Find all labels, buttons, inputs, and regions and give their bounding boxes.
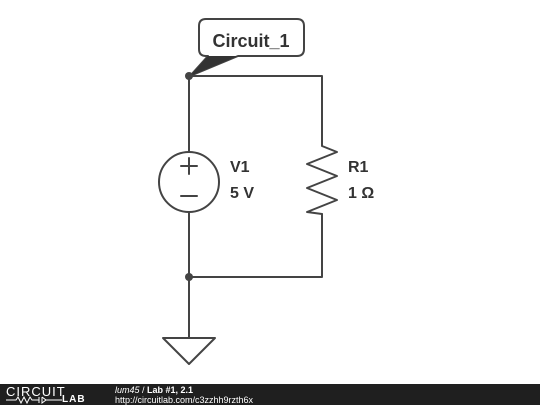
footer-bar: CIRCUIT LAB lum45 / Lab #1, 2.1 http://c… — [0, 384, 540, 405]
voltage-source-v1[interactable]: V1 5 V — [158, 151, 254, 213]
resistor-name: R1 — [348, 159, 369, 176]
source-body — [158, 151, 220, 213]
logo-text-bottom: LAB — [62, 394, 86, 405]
bottom-wire — [188, 213, 323, 278]
source-name: V1 — [230, 159, 250, 176]
circuit-schematic: Circuit_1 V1 5 V R1 1 Ω — [158, 18, 374, 365]
junction-top — [185, 72, 193, 80]
source-value: 5 V — [230, 185, 254, 202]
circuitlab-logo[interactable]: CIRCUIT LAB — [6, 384, 106, 405]
plus-icon — [180, 157, 198, 175]
top-wire — [188, 75, 323, 143]
circuit-title[interactable]: Lab #1, 2.1 — [147, 385, 194, 395]
circuit-url-link[interactable]: http://circuitlab.com/c3zzhh9rzth6x — [115, 395, 254, 405]
resistor-value: 1 Ω — [348, 185, 374, 202]
circuit-meta: lum45 / Lab #1, 2.1 http://circuitlab.co… — [115, 385, 253, 405]
resistor-zigzag — [306, 141, 338, 215]
resistor-r1[interactable]: R1 1 Ω — [306, 141, 374, 215]
logo-zigzag-icon — [6, 396, 62, 404]
junction-bottom — [185, 273, 193, 281]
ground-icon[interactable] — [162, 337, 216, 365]
net-label-pointer — [190, 56, 238, 76]
net-label-text: Circuit_1 — [212, 31, 289, 51]
net-label-callout[interactable]: Circuit_1 — [189, 18, 305, 77]
meta-separator: / — [139, 385, 148, 395]
author-link[interactable]: lum45 — [115, 385, 140, 395]
logo-text-top: CIRCUIT — [6, 384, 66, 399]
